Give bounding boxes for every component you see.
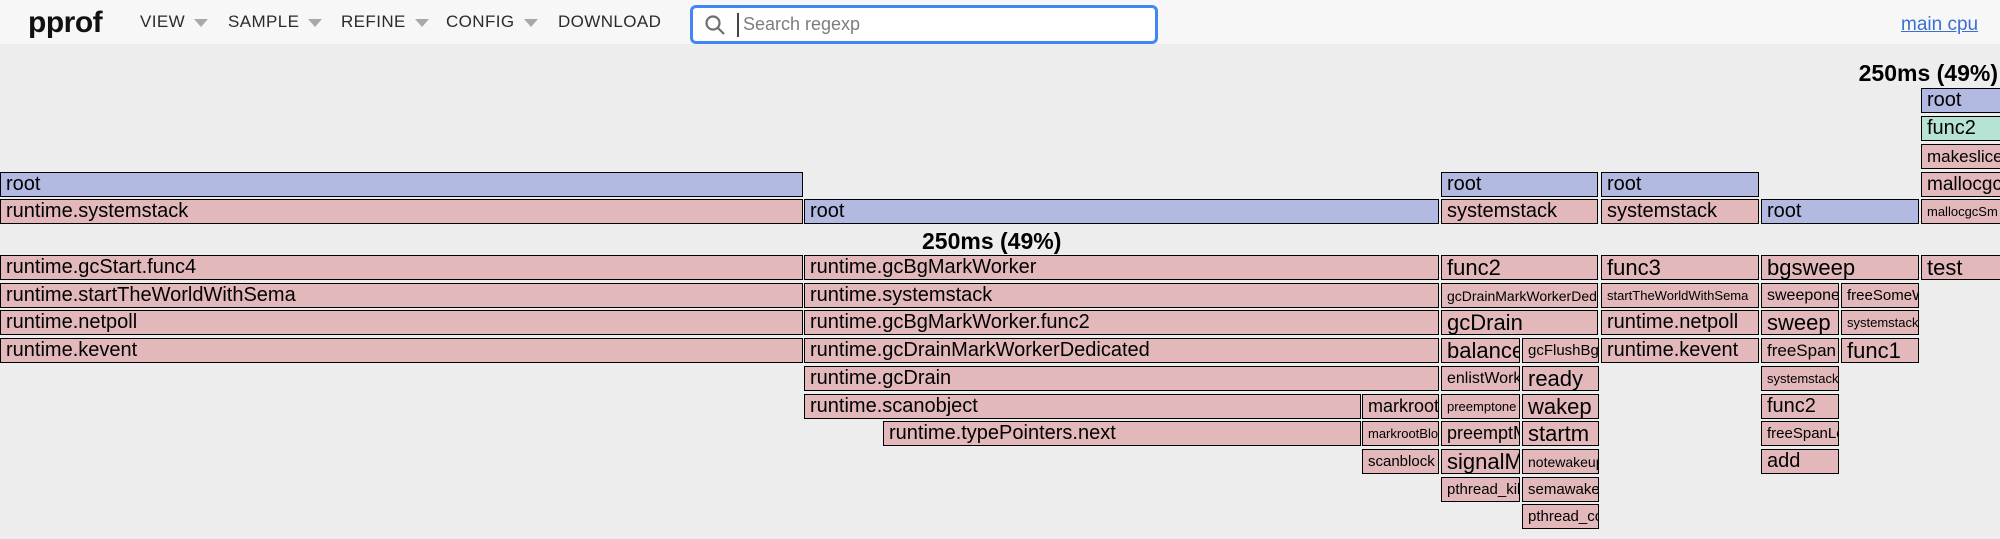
frame-runtime-kevent[interactable]: runtime.kevent [1601, 338, 1759, 363]
frame-root[interactable]: root [0, 172, 803, 197]
frame-root[interactable]: root [1441, 172, 1598, 197]
frame-runtime-gcbgmarkworker-func2[interactable]: runtime.gcBgMarkWorker.func2 [804, 310, 1439, 335]
frame-freespanlo[interactable]: freeSpanLo [1761, 421, 1839, 446]
frame-starttheworldwithsema[interactable]: startTheWorldWithSema [1601, 283, 1759, 308]
frame-runtime-typepointers-next[interactable]: runtime.typePointers.next [883, 421, 1361, 446]
frame-add[interactable]: add [1761, 449, 1839, 474]
frame-balance[interactable]: balance [1441, 338, 1520, 363]
frame-ready[interactable]: ready [1522, 366, 1599, 391]
toolbar: pprof VIEW SAMPLE REFINE CONFIG DOWNLOAD mai… [0, 0, 2000, 44]
frame-semawakeu[interactable]: semawakeu [1522, 477, 1599, 502]
frame-runtime-kevent[interactable]: runtime.kevent [0, 338, 803, 363]
frame-runtime-starttheworldwithsema[interactable]: runtime.startTheWorldWithSema [0, 283, 803, 308]
text-cursor [737, 12, 739, 37]
frame-systemstack[interactable]: systemstack [1601, 199, 1759, 224]
frame-gcdrain[interactable]: gcDrain [1441, 310, 1598, 335]
frame-root[interactable]: root [804, 199, 1439, 224]
frame-mallocgc[interactable]: mallocgc [1921, 172, 2000, 197]
chevron-down-icon [414, 19, 429, 27]
frame-pthread-co[interactable]: pthread_co [1522, 504, 1599, 529]
search-box [690, 5, 1158, 44]
frame-systemstack[interactable]: systemstack [1441, 199, 1598, 224]
frame-runtime-gcdrainmarkworkerdedicated[interactable]: runtime.gcDrainMarkWorkerDedicated [804, 338, 1439, 363]
menu-label: REFINE [341, 12, 406, 31]
chevron-down-icon [523, 19, 538, 27]
stack-total-label: 250ms (49%) [1858, 60, 1998, 86]
frame-func2[interactable]: func2 [1441, 255, 1598, 280]
frame-wakep[interactable]: wakep [1522, 394, 1599, 419]
frame-runtime-systemstack[interactable]: runtime.systemstack [0, 199, 803, 224]
frame-preemptone[interactable]: preemptone [1441, 394, 1520, 419]
frame-markroot[interactable]: markroot [1362, 394, 1439, 419]
frame-sweepone[interactable]: sweepone [1761, 283, 1839, 308]
menu-label: VIEW [140, 12, 186, 31]
frame-gcflushbgc[interactable]: gcFlushBgC [1522, 338, 1599, 363]
frame-preemptm[interactable]: preemptM [1441, 421, 1520, 446]
menu-refine[interactable]: REFINE [341, 0, 429, 44]
frame-func3[interactable]: func3 [1601, 255, 1759, 280]
menu-sample[interactable]: SAMPLE [228, 0, 323, 44]
search-icon [703, 13, 727, 37]
frame-func1[interactable]: func1 [1841, 338, 1919, 363]
frame-runtime-gcbgmarkworker[interactable]: runtime.gcBgMarkWorker [804, 255, 1439, 280]
menu-download[interactable]: DOWNLOAD [558, 0, 661, 44]
frame-pthread-kill[interactable]: pthread_kill [1441, 477, 1520, 502]
chevron-down-icon [308, 19, 323, 27]
frame-markrootblo[interactable]: markrootBlo [1362, 421, 1439, 446]
frame-bgsweep[interactable]: bgsweep [1761, 255, 1919, 280]
frame-root[interactable]: root [1761, 199, 1919, 224]
frame-startm[interactable]: startm [1522, 421, 1599, 446]
frame-runtime-gcdrain[interactable]: runtime.gcDrain [804, 366, 1439, 391]
menu-label: SAMPLE [228, 12, 300, 31]
frame-freesomew[interactable]: freeSomeW [1841, 283, 1919, 308]
frame-func2[interactable]: func2 [1921, 116, 2000, 141]
frame-freespan[interactable]: freeSpan [1761, 338, 1839, 363]
main-cpu-link[interactable]: main cpu [1901, 14, 1979, 35]
menu-label: CONFIG [446, 12, 515, 31]
frame-gcdrainmarkworkerded[interactable]: gcDrainMarkWorkerDed [1441, 283, 1598, 308]
frame-func2[interactable]: func2 [1761, 394, 1839, 419]
frame-runtime-gcstart-func4[interactable]: runtime.gcStart.func4 [0, 255, 803, 280]
frame-systemstack[interactable]: systemstack [1841, 310, 1919, 335]
frame-enlistworke[interactable]: enlistWorke [1441, 366, 1520, 391]
menu-view[interactable]: VIEW [140, 0, 209, 44]
frame-systemstack[interactable]: systemstack [1761, 366, 1839, 391]
frame-sweep[interactable]: sweep [1761, 310, 1839, 335]
frame-notewakeup[interactable]: notewakeup [1522, 449, 1599, 474]
frame-mallocgcsm[interactable]: mallocgcSm [1921, 199, 2000, 224]
menu-config[interactable]: CONFIG [446, 0, 538, 44]
frame-runtime-netpoll[interactable]: runtime.netpoll [1601, 310, 1759, 335]
frame-runtime-systemstack[interactable]: runtime.systemstack [804, 283, 1439, 308]
chevron-down-icon [194, 19, 209, 27]
frame-test[interactable]: test [1921, 255, 2000, 280]
frame-runtime-netpoll[interactable]: runtime.netpoll [0, 310, 803, 335]
frame-signalm[interactable]: signalM [1441, 449, 1520, 474]
search-input[interactable] [741, 13, 1155, 36]
frame-root[interactable]: root [1601, 172, 1759, 197]
frame-root[interactable]: root [1921, 88, 2000, 113]
frame-makeslice[interactable]: makeslice [1921, 144, 2000, 169]
stack-total-label: 250ms (49%) [922, 228, 1062, 254]
frame-scanblock[interactable]: scanblock [1362, 449, 1439, 474]
menu-label: DOWNLOAD [558, 12, 662, 31]
pprof-logo: pprof [28, 6, 103, 39]
frame-runtime-scanobject[interactable]: runtime.scanobject [804, 394, 1361, 419]
